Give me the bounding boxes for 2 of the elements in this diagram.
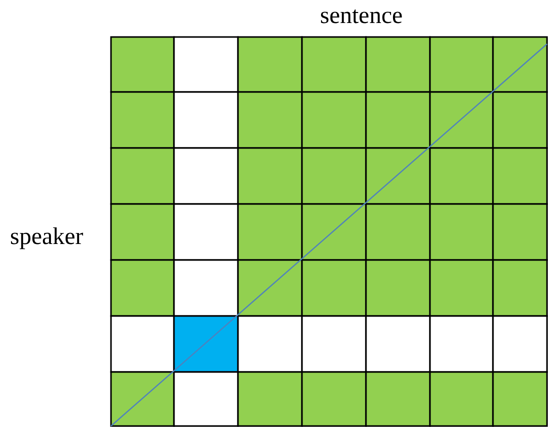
axis-label: sentence xyxy=(320,4,403,28)
axis-label: speaker xyxy=(10,225,84,249)
